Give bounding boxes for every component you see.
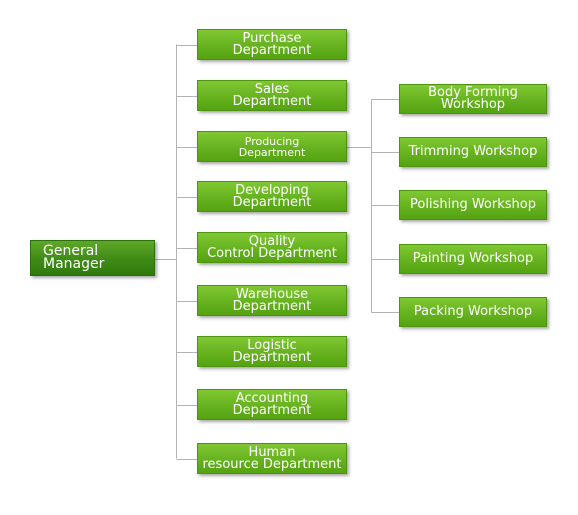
node-label-line: Accounting [235,390,309,406]
node-label-line: Department [232,349,312,365]
node-label-line: Purchase [242,30,302,46]
node-label: Trimming Workshop [408,144,538,159]
node-painting: Painting Workshop [399,244,547,274]
node-label: Packing Workshop [413,304,533,319]
node-label-line: Sales [254,81,290,97]
node-label-line: Department [232,298,312,314]
node-packing: Packing Workshop [399,297,547,327]
node-label-line: Warehouse [235,286,309,302]
node-label-line: Producing [244,134,300,148]
node-label: Polishing Workshop [410,197,536,212]
node-label-line: Trimming Workshop [408,144,538,159]
node-label-line: Department [232,402,312,418]
node-label: Painting Workshop [412,251,534,266]
node-label-line: Human [248,444,296,460]
node-label-line: Manager [43,256,105,272]
node-label-line: Developing [235,182,309,198]
node-label-line: Body Forming [428,85,518,100]
node-label-line: Polishing Workshop [410,197,536,212]
node-label-line: Department [232,42,312,58]
node-label-line: Quality [248,233,296,249]
node-label-line: Department [238,145,306,159]
node-polishing: Polishing Workshop [399,190,547,220]
node-label-line: Workshop [440,97,506,112]
node-trimming: Trimming Workshop [399,137,547,167]
node-label-line: Packing Workshop [413,304,533,319]
node-label-line: Logistic [247,337,297,353]
node-label-line: resource Department [202,456,342,472]
node-label-line: Control Department [207,245,337,261]
node-label-line: Painting Workshop [412,251,534,266]
node-label-line: Department [232,194,312,210]
node-label-line: Department [232,93,312,109]
node-label-line: General [43,243,99,259]
